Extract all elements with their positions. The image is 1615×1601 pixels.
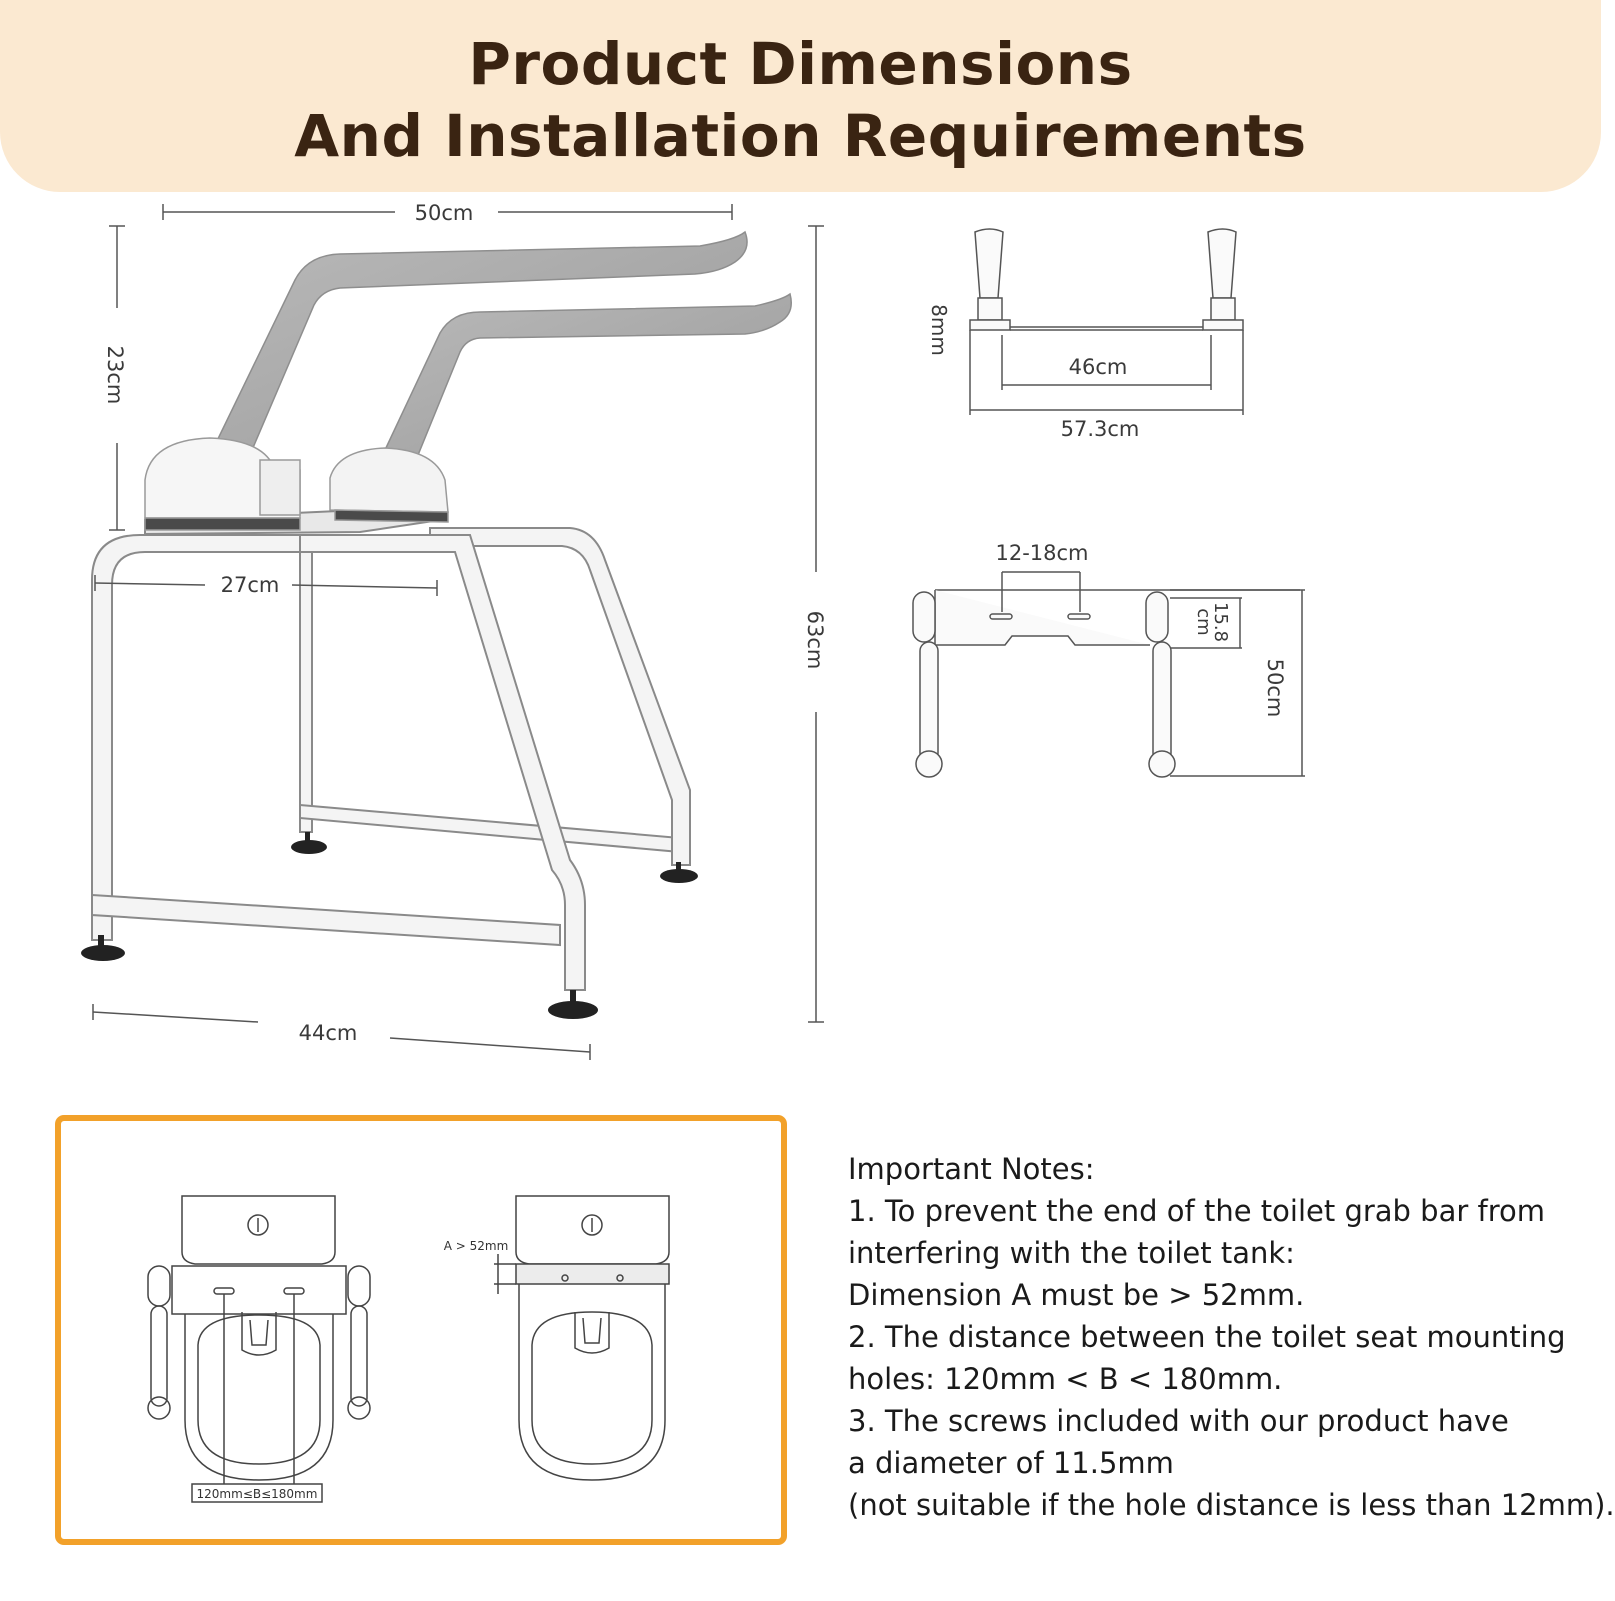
dim-outer-span: 57.3cm <box>1061 417 1140 441</box>
top-view-drawing <box>912 589 1300 778</box>
note-line: 1. To prevent the end of the toilet grab… <box>848 1194 1545 1228</box>
dim-base-width: 44cm <box>299 1021 358 1045</box>
toilet-with-grab-bar <box>147 1195 371 1503</box>
note-line: 3. The screws included with our product … <box>848 1404 1509 1438</box>
note-line: 2. The distance between the toilet seat … <box>848 1320 1566 1354</box>
note-line: Dimension A must be > 52mm. <box>848 1278 1305 1312</box>
grab-arms <box>213 230 792 456</box>
page-title-line1: Product Dimensions <box>468 30 1133 98</box>
dim-top-width: 50cm <box>415 201 474 225</box>
adjustable-feet <box>81 832 698 1019</box>
note-line: (not suitable if the hole distance is le… <box>848 1488 1615 1522</box>
notes-heading: Important Notes: <box>848 1152 1095 1186</box>
top-view-dimension-lines <box>1001 571 1305 777</box>
front-view-dimension-lines <box>969 330 1244 415</box>
label-dim-a: A > 52mm <box>444 1239 509 1253</box>
dim-plate-depth-unit: cm <box>1193 608 1214 635</box>
dim-inner-width: 27cm <box>221 573 280 597</box>
note-line: holes: 120mm < B < 180mm. <box>848 1362 1283 1396</box>
grab-bar-frame <box>91 508 691 991</box>
label-dim-b: 120mm≤B≤180mm <box>197 1487 318 1501</box>
header-banner <box>0 0 1601 192</box>
important-notes: Important Notes: 1. To prevent the end o… <box>848 1148 1615 1526</box>
dim-plate-thickness: 8mm <box>927 304 951 356</box>
page-title-line2: And Installation Requirements <box>294 102 1307 170</box>
dim-total-height: 63cm <box>803 611 827 670</box>
dim-inner-span: 46cm <box>1069 355 1128 379</box>
main-dimension-lines <box>92 204 824 1060</box>
note-line: a diameter of 11.5mm <box>848 1446 1174 1480</box>
dim-arm-length: 50cm <box>1263 659 1287 718</box>
mount-covers <box>144 437 449 531</box>
front-view-drawing <box>969 228 1244 331</box>
dim-plate-depth-value: 15.8 <box>1210 602 1231 642</box>
toilet-tank-detail <box>494 1195 670 1481</box>
dim-arm-height: 23cm <box>103 346 127 405</box>
dim-hole-distance: 12-18cm <box>995 541 1088 565</box>
note-line: interfering with the toilet tank: <box>848 1236 1295 1270</box>
